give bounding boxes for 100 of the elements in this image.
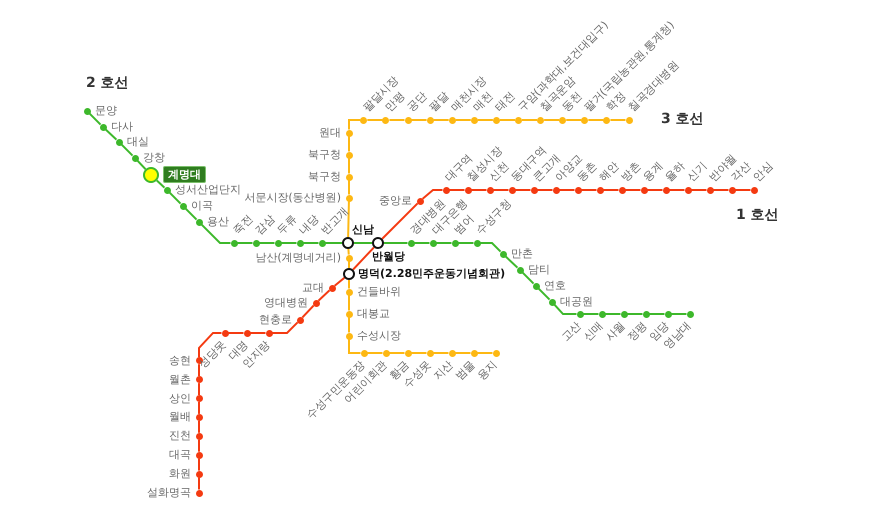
station-dot <box>318 240 326 246</box>
line-segment <box>184 208 198 220</box>
station-name: 태전 <box>492 89 518 114</box>
station-dot <box>706 186 714 194</box>
station-dot <box>620 310 628 318</box>
station-dot <box>548 298 556 306</box>
line-name: 3 호선 <box>661 111 704 128</box>
station-dot <box>222 330 228 336</box>
station-name: 설화명곡 <box>147 486 191 499</box>
station-dot <box>664 310 672 318</box>
station-dot <box>196 395 202 402</box>
line-segment <box>198 332 222 358</box>
line-segment <box>348 180 350 194</box>
line-segment <box>522 272 534 284</box>
station-dot <box>448 350 456 356</box>
station-dot <box>382 116 390 124</box>
line-name: 1 호선 <box>736 206 779 224</box>
station-dot <box>372 237 384 249</box>
line-segment <box>434 119 449 121</box>
station-name: 남산(계명네거리) <box>255 251 341 264</box>
station-dot <box>343 268 355 280</box>
line-segment <box>382 202 418 240</box>
line-segment <box>538 288 550 300</box>
line-segment <box>478 352 492 354</box>
line-segment <box>198 402 200 414</box>
station-dot <box>530 186 538 194</box>
line-name: 2 호선 <box>86 74 129 92</box>
station-name: 대공원 <box>560 295 593 308</box>
station-dot <box>442 186 450 194</box>
line-segment <box>238 242 252 244</box>
station-name: 이곡 <box>191 199 213 212</box>
station-dot <box>728 186 736 194</box>
station-dot <box>552 186 560 194</box>
station-dot <box>266 330 272 336</box>
line-segment <box>282 242 296 244</box>
station-dot <box>196 376 202 384</box>
station-dot <box>574 186 582 194</box>
line-segment <box>560 189 574 191</box>
station-dot <box>84 108 90 114</box>
station-name: 서문시장(동산병원) <box>244 191 341 204</box>
station-name: 다사 <box>111 120 133 133</box>
station-dot <box>640 186 648 194</box>
station-name: 화원 <box>169 467 191 480</box>
line-segment <box>198 420 200 433</box>
station-name: 안심 <box>750 159 776 184</box>
station-name: 성서산업단지 <box>175 183 241 196</box>
station-dot <box>686 310 694 318</box>
station-dot <box>346 332 352 340</box>
line-segment <box>198 478 200 490</box>
line-segment <box>610 119 626 121</box>
station-dot <box>143 167 159 183</box>
line-segment <box>412 119 427 121</box>
station-dot <box>296 240 304 246</box>
station-dot <box>342 237 354 249</box>
line-segment <box>478 119 493 121</box>
station-dot <box>581 116 588 124</box>
station-dot <box>404 350 412 356</box>
station-name: 담티 <box>528 263 550 276</box>
station-dot <box>116 138 122 146</box>
line-segment <box>458 242 474 244</box>
station-dot <box>296 316 304 324</box>
station-name: 대봉교 <box>357 307 390 320</box>
station-dot <box>618 186 626 194</box>
station-dot <box>492 350 500 356</box>
line-segment <box>88 112 102 126</box>
station-dot <box>100 124 106 130</box>
line-segment <box>628 313 642 315</box>
line-segment <box>348 280 350 288</box>
station-dot <box>626 116 632 124</box>
station-dot <box>426 116 434 124</box>
line-segment <box>500 119 515 121</box>
station-dot <box>532 282 540 290</box>
station-dot <box>452 240 458 246</box>
station-dot <box>360 350 368 356</box>
station-dot <box>492 116 500 124</box>
station-dot <box>537 116 544 124</box>
line-segment <box>104 128 118 140</box>
station-dot <box>515 116 522 124</box>
line-segment <box>588 119 604 121</box>
line-segment <box>348 136 350 152</box>
station-dot <box>346 152 352 158</box>
station-dot <box>312 300 320 306</box>
station-name: 진천 <box>169 429 191 442</box>
station-name: 팔달 <box>426 89 452 114</box>
line-segment <box>422 189 442 200</box>
line-segment <box>414 242 430 244</box>
station-dot <box>603 116 610 124</box>
line-segment <box>456 119 471 121</box>
line-segment <box>348 158 350 174</box>
station-dot <box>230 240 238 246</box>
station-dot <box>576 310 584 318</box>
station-dot <box>470 350 478 356</box>
station-dot <box>470 116 478 124</box>
line-segment <box>434 352 448 354</box>
station-name: 건들바위 <box>357 285 401 298</box>
station-dot <box>642 310 650 318</box>
line-segment <box>348 262 350 268</box>
station-name: 영대병원 <box>264 296 308 309</box>
line-segment <box>367 119 382 121</box>
line-segment <box>318 290 330 302</box>
